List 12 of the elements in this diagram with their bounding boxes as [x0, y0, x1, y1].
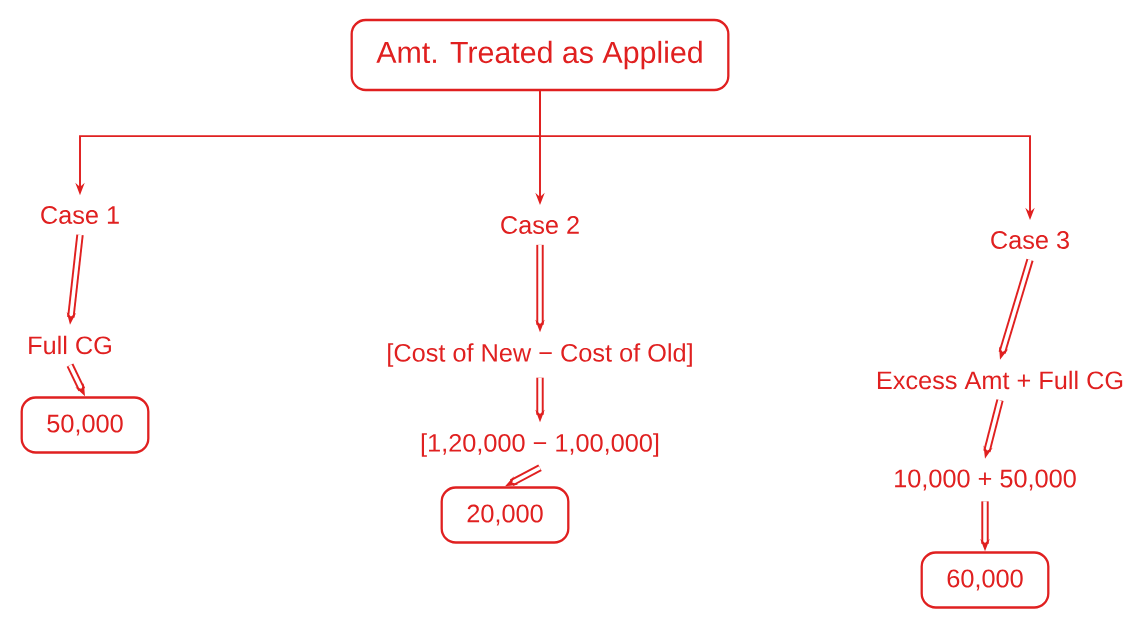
step-text: Full CG	[29, 335, 111, 355]
result-box: 60,000	[920, 551, 1050, 609]
case-label: Case 2	[501, 216, 579, 234]
title-box: Amt. Treated as Applied	[350, 18, 730, 92]
case-label: Case 3	[991, 231, 1069, 249]
result-box: 20,000	[440, 486, 570, 544]
formula-text: 10,000 + 50,000	[895, 469, 1076, 491]
case-label: Case 1	[41, 206, 119, 224]
formula-text: Excess Amt + Full CG	[878, 370, 1123, 390]
result-box: 50,000	[20, 396, 150, 454]
formula-text: [Cost of New − Cost of Old]	[388, 343, 692, 367]
formula-text: [1,20,000 − 1,00,000]	[421, 433, 659, 457]
